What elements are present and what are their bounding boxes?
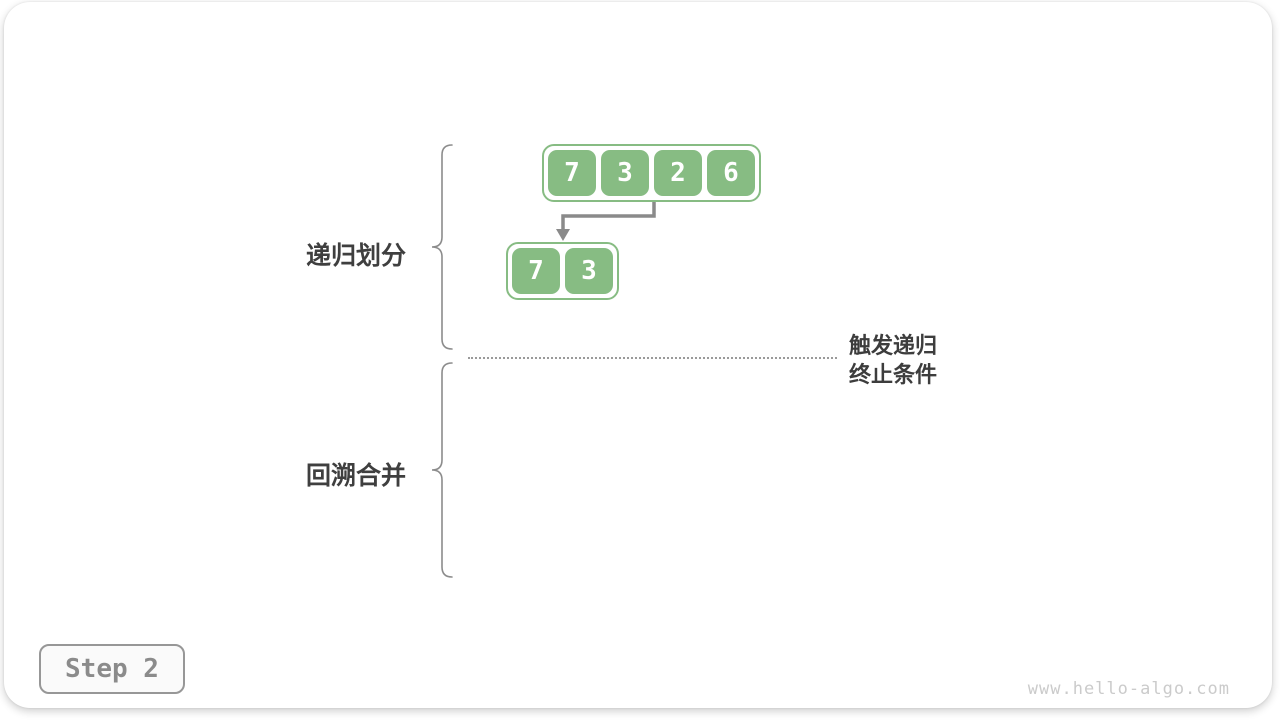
array-cell: 7: [548, 150, 596, 196]
split-arrowhead-icon: [556, 229, 570, 241]
diagram-card: 递归划分 回溯合并 7 3 2 6 7 3 触发递归 终止条件 Step 2 w…: [4, 2, 1272, 708]
phase-divider-dotted-line: [468, 357, 837, 359]
diagram-shapes: [431, 144, 656, 578]
array-cell: 7: [512, 248, 560, 294]
termination-note-line2: 终止条件: [849, 363, 938, 388]
array-level1: 7 3 2 6: [542, 144, 761, 202]
termination-note: 触发递归 终止条件: [849, 332, 937, 390]
array-level2: 7 3: [506, 242, 619, 300]
watermark: www.hello-algo.com: [1027, 679, 1230, 699]
merge-brace: [431, 362, 453, 578]
array-cell: 3: [601, 150, 649, 196]
split-arrow: [561, 200, 656, 231]
step-badge: Step 2: [39, 644, 185, 694]
divide-brace: [431, 144, 453, 350]
merge-phase-label: 回溯合并: [305, 461, 406, 490]
termination-note-line1: 触发递归: [849, 334, 938, 359]
array-cell: 6: [707, 150, 755, 196]
array-cell: 3: [565, 248, 613, 294]
divide-phase-label: 递归划分: [305, 241, 406, 270]
array-cell: 2: [654, 150, 702, 196]
